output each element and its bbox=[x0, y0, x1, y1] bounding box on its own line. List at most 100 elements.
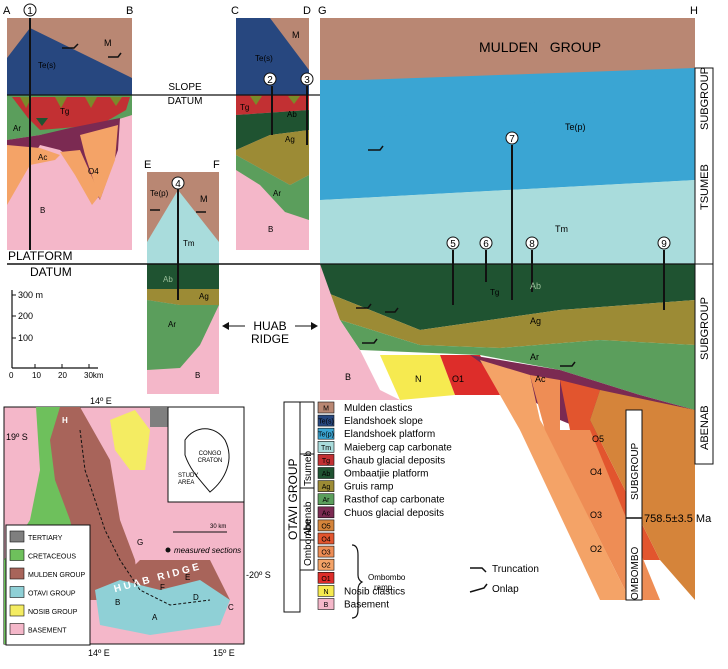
legend-label: Maieberg cap carbonate bbox=[344, 442, 452, 453]
scale-label: 30km bbox=[84, 371, 104, 380]
unit-label: M bbox=[200, 194, 208, 204]
legend-swatch bbox=[317, 480, 335, 492]
svg-text:AREA: AREA bbox=[178, 480, 194, 486]
section-letter: A bbox=[3, 5, 11, 17]
legend-label: Basement bbox=[344, 600, 389, 611]
scale-label: 200 bbox=[18, 311, 33, 321]
map-letter: A bbox=[152, 613, 158, 622]
legend-code: N bbox=[323, 589, 328, 596]
legend-code: Ac bbox=[322, 510, 331, 517]
legend-swatch bbox=[317, 519, 335, 532]
subgroup-label: SUBGROUP bbox=[699, 67, 711, 130]
otavi-group-label: OTAVI GROUP bbox=[286, 458, 300, 540]
otavi-sub-label: Tsumeb bbox=[303, 451, 314, 486]
section-markers bbox=[62, 43, 576, 367]
unit-label: B bbox=[40, 206, 45, 215]
scale-label: 0 bbox=[9, 371, 14, 380]
legend-swatch bbox=[317, 585, 335, 597]
legend-swatch bbox=[317, 545, 335, 558]
slope-datum-label: DATUM bbox=[168, 96, 203, 107]
legend-label: Gruis ramp bbox=[344, 482, 394, 493]
legend-code: M bbox=[323, 406, 329, 413]
subgroup-label: ABENAB bbox=[699, 405, 711, 450]
legend-code: Tg bbox=[322, 458, 330, 465]
onlap-label: Onlap bbox=[492, 584, 519, 595]
legend-swatch bbox=[317, 440, 335, 453]
map-legend-swatch bbox=[9, 530, 25, 543]
unit-label: O2 bbox=[590, 544, 602, 554]
unit-label: N bbox=[415, 374, 422, 384]
legend-code: O3 bbox=[321, 550, 330, 557]
map-legend-label: BASEMENT bbox=[28, 628, 67, 635]
legend-label: Chuos glacial deposits bbox=[344, 508, 444, 519]
unit-label: Ag bbox=[285, 135, 295, 144]
slope-datum-label: SLOPE bbox=[168, 82, 202, 93]
unit-label: B bbox=[195, 371, 200, 380]
legend-code: O1 bbox=[321, 576, 330, 583]
huab-ridge-label: RIDGE bbox=[251, 332, 289, 346]
unit-label: B bbox=[345, 372, 351, 382]
map-letter: H bbox=[62, 416, 68, 425]
legend-swatch bbox=[317, 506, 335, 519]
unit-label: Ag bbox=[530, 316, 541, 326]
unit-label: Te(s) bbox=[38, 61, 56, 70]
section-letter: B bbox=[126, 5, 133, 17]
map-letter: F bbox=[160, 583, 165, 592]
legend-code: B bbox=[324, 602, 329, 609]
legend-code: Ar bbox=[323, 497, 331, 504]
section-letter: H bbox=[690, 5, 698, 17]
legend-label: Nosib clastics bbox=[344, 586, 405, 597]
map-letter: G bbox=[137, 538, 143, 547]
legend-swatch bbox=[317, 571, 335, 584]
subgroup-label: SUBGROUP bbox=[630, 442, 641, 500]
legend-code: Te(p) bbox=[318, 432, 334, 439]
section-letter: G bbox=[318, 5, 327, 17]
legend-label: Ombaatjie platform bbox=[344, 469, 428, 480]
scale-label: 20 bbox=[58, 371, 67, 380]
scale-label: 10 bbox=[32, 371, 41, 380]
unit-label: Ar bbox=[13, 124, 21, 133]
map-legend-label: MULDEN GROUP bbox=[28, 572, 86, 579]
section-g-h: 7 5 6 8 9 G H MULDEN GROUP Te(p) Tm Tg A… bbox=[318, 5, 698, 608]
unit-label: Ab bbox=[287, 110, 297, 119]
platform-datum-label: DATUM bbox=[30, 265, 72, 279]
symbol-legend: Truncation Onlap bbox=[469, 564, 539, 595]
section-letter: D bbox=[303, 5, 311, 17]
map-legend-swatch bbox=[9, 567, 25, 580]
unit-label: Tm bbox=[555, 224, 568, 234]
subgroup-label: OMBOMBO bbox=[630, 546, 641, 600]
map-legend-swatch bbox=[9, 623, 25, 635]
circle-number: 8 bbox=[529, 239, 535, 250]
subgroup-label: TSUMEB bbox=[699, 164, 711, 210]
section-letter: C bbox=[231, 5, 239, 17]
unit-label: Ac bbox=[535, 374, 546, 384]
legend-code: Ab bbox=[322, 471, 331, 478]
map-legend-swatch bbox=[9, 586, 25, 598]
scale-label: 300 m bbox=[18, 290, 43, 300]
circle-number: 1 bbox=[27, 6, 33, 17]
map-letter: B bbox=[115, 598, 120, 607]
subgroup-label: SUBGROUP bbox=[699, 297, 711, 360]
otavi-bracket: OTAVI GROUP Ombombo Abenab Tsumeb Ombomb… bbox=[283, 401, 406, 619]
ombombo-ramp-label: ramp bbox=[374, 583, 393, 592]
legend-code: Te(s) bbox=[318, 419, 334, 426]
circle-number: 2 bbox=[267, 75, 273, 86]
platform-datum-label: PLATFORM bbox=[8, 249, 72, 263]
otavi-sub-label: Abenab bbox=[303, 501, 314, 536]
unit-label: Tg bbox=[60, 107, 69, 116]
map-coord: 14º E bbox=[88, 648, 110, 658]
mulden-group-title: MULDEN GROUP bbox=[479, 39, 601, 55]
map-legend-label: OTAVI GROUP bbox=[28, 591, 76, 598]
ombombo-ramp-label: Ombombo bbox=[368, 573, 406, 582]
unit-label: Te(p) bbox=[565, 122, 586, 132]
section-c-d: 2 3 C D M Te(s) Tg Ab Ag Ar B bbox=[231, 5, 314, 250]
legend-code: O4 bbox=[321, 537, 330, 544]
circle-number: 6 bbox=[483, 239, 489, 250]
map-legend-swatch bbox=[9, 549, 25, 561]
legend-label: Rasthof cap carbonate bbox=[344, 495, 445, 506]
unit-label: Tm bbox=[183, 239, 195, 248]
map-coord: 19º S bbox=[6, 432, 28, 442]
unit-label: Te(s) bbox=[255, 54, 273, 63]
legend-code: O5 bbox=[321, 523, 330, 530]
section-letter: F bbox=[213, 159, 220, 171]
